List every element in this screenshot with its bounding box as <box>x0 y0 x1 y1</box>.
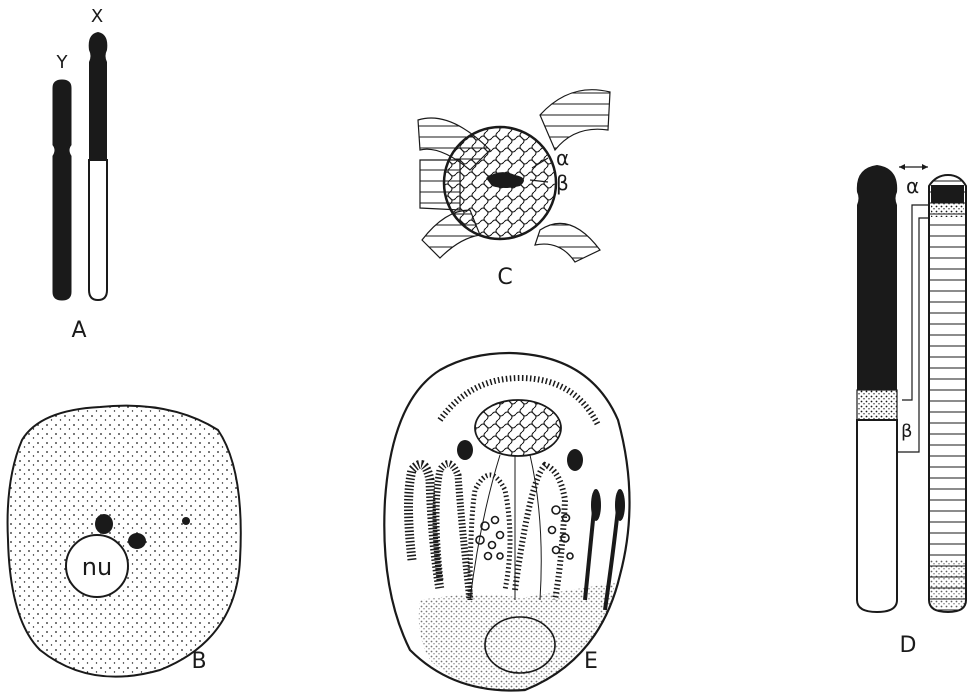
strand-lower-right <box>535 223 600 262</box>
panel-a-label: A <box>71 318 86 343</box>
panel-d-label: D <box>900 633 917 658</box>
d-right-stippled-zone <box>931 203 964 217</box>
panel-a: Y X A <box>53 6 107 343</box>
nucleolus-label: nu <box>82 553 112 581</box>
d-right-lower-stipple <box>930 560 965 608</box>
panel-b: nu B <box>8 406 241 677</box>
y-chromosome <box>53 80 71 300</box>
d-left-dark-arm <box>857 165 897 390</box>
beta-label-d: β <box>901 421 913 442</box>
x-chromosome-light-arm <box>89 160 107 300</box>
strand-upper-right <box>540 90 610 150</box>
panel-b-label: B <box>191 649 206 674</box>
beta-bracket-upper <box>902 205 929 400</box>
brain-mass <box>475 400 561 456</box>
alpha-label-c: α <box>556 146 569 170</box>
d-right-banded-chromosome <box>929 175 966 612</box>
panel-e: E <box>384 353 629 691</box>
chromatin-body-2 <box>128 533 146 549</box>
panel-d: α β D <box>857 164 966 658</box>
d-right-dark-tip <box>931 185 964 203</box>
panel-c: α β C <box>418 90 610 290</box>
dark-body-left <box>457 440 473 460</box>
beta-label-c: β <box>556 171 569 195</box>
panel-c-label: C <box>497 265 512 290</box>
panel-e-label: E <box>584 649 598 674</box>
dark-body-right <box>567 449 583 471</box>
alpha-label-d: α <box>906 174 919 198</box>
cell-nucleus-outline <box>8 406 241 677</box>
y-label: Y <box>56 52 69 73</box>
d-left-stippled-zone <box>857 390 897 420</box>
x-label: X <box>91 6 103 27</box>
d-left-light-arm <box>857 420 897 612</box>
chromatin-body-1 <box>95 514 113 534</box>
beta-bracket-lower <box>897 218 929 452</box>
x-chromosome-dark-arm <box>89 32 108 160</box>
chromatin-body-3 <box>182 517 190 525</box>
